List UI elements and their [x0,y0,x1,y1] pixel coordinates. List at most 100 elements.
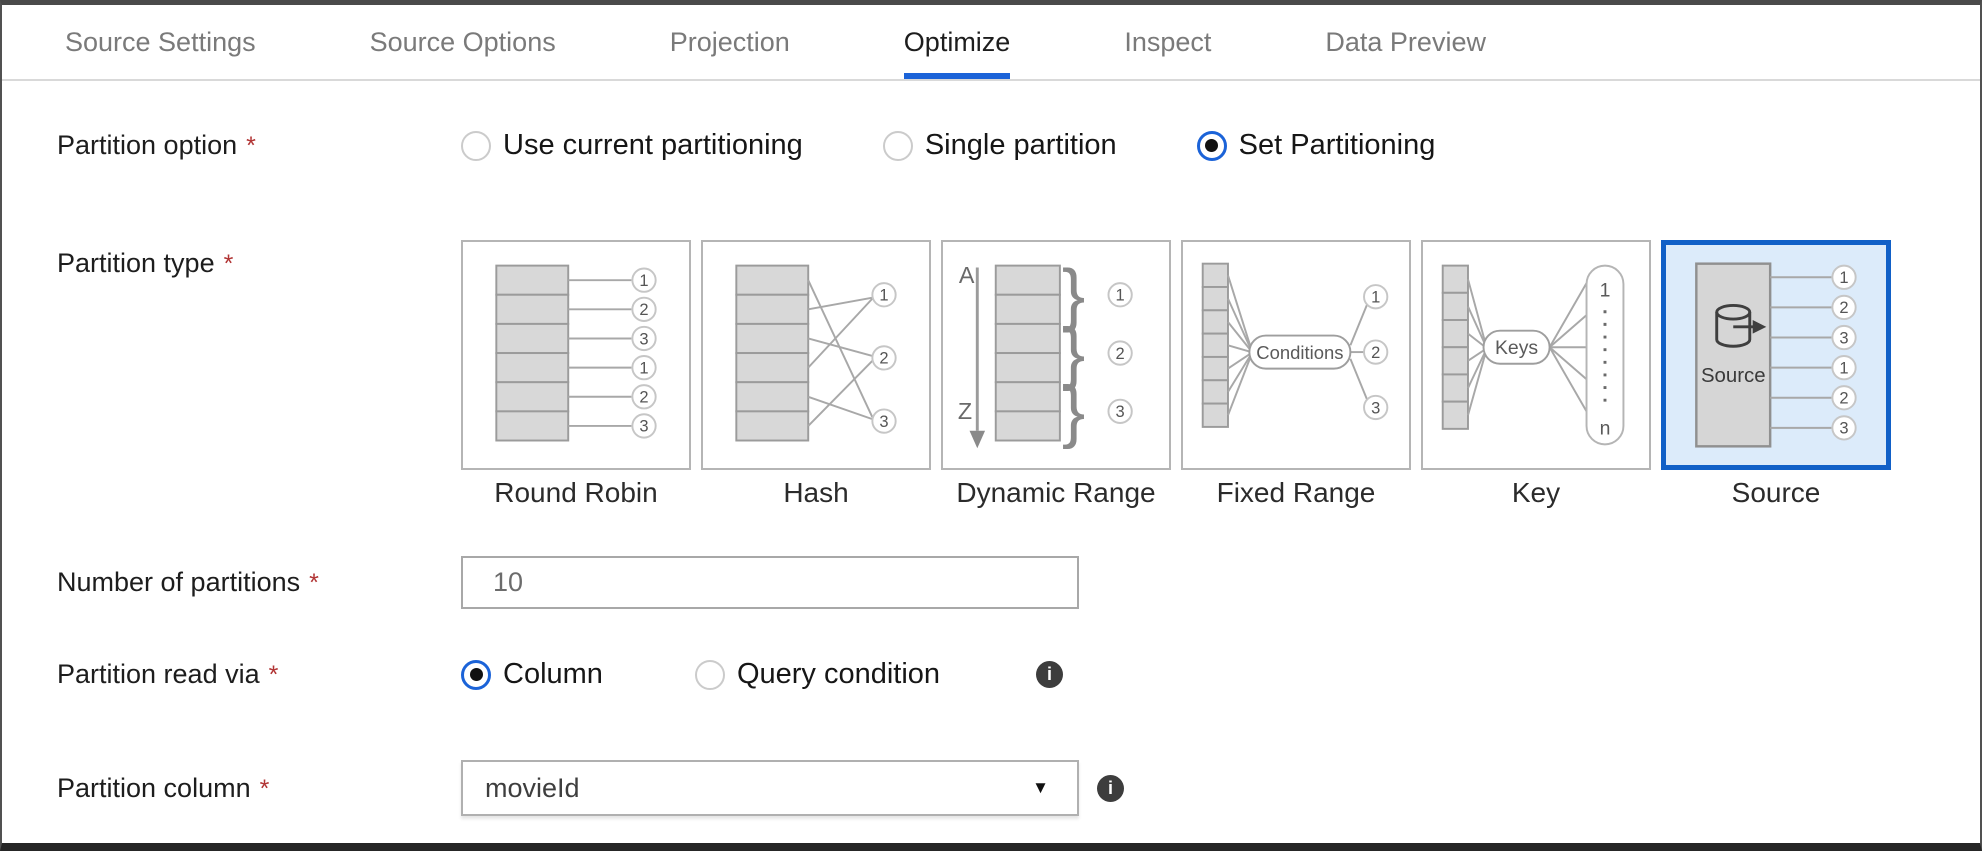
card-label-source: Source [1731,477,1821,508]
output-number: 1 [1839,269,1848,287]
card-hash[interactable]: 1 2 3 [701,240,931,470]
database-export-icon [1715,303,1755,348]
radio-single-partition[interactable]: Single partition [882,129,1117,162]
range-top-label: 1 [1600,280,1611,302]
tab-projection[interactable]: Projection [669,26,790,57]
radio-query-condition[interactable]: Query condition [694,658,941,691]
partition-type-row: Partition type * [57,240,1980,509]
round-robin-diagram: 1 2 3 1 2 3 [495,264,657,442]
source-box-label: Source [1701,365,1766,387]
required-asterisk: * [259,774,270,803]
svg-text:}: } [1062,313,1085,391]
card-round-robin-wrap: 1 2 3 1 2 3 Round Robin [461,240,691,509]
output-number: 3 [1371,399,1380,417]
output-number: 2 [879,350,888,368]
card-label-key: Key [1511,477,1561,508]
info-icon[interactable]: i [1097,774,1124,802]
dropdown-value: movieId [485,772,580,803]
tab-bar: Source Settings Source Options Projectio… [2,5,1980,81]
card-key[interactable]: Keys 1 n [1421,240,1651,470]
partition-column-label-text: Partition column [57,772,251,803]
output-number: 1 [639,359,648,377]
required-asterisk: * [309,569,319,597]
radio-column[interactable]: Column [461,658,603,691]
radio-label: Query condition [736,658,941,690]
radio-circle-icon [694,659,725,690]
number-of-partitions-label: Number of partitions * [57,567,461,598]
number-of-partitions-row: Number of partitions * [57,556,1980,609]
output-number: 1 [639,272,648,290]
tab-data-preview[interactable]: Data Preview [1325,26,1486,57]
partition-type-cards: 1 2 3 1 2 3 Round Robin [461,240,1891,509]
radio-label: Use current partitioning [503,129,803,161]
tab-source-options[interactable]: Source Options [369,26,556,57]
output-number: 2 [1116,345,1125,363]
required-asterisk: * [246,132,256,160]
card-dynamic-range-wrap: A Z }}} [941,240,1171,509]
tab-inspect[interactable]: Inspect [1124,26,1212,57]
radio-set-partitioning[interactable]: Set Partitioning [1196,129,1436,162]
output-number: 1 [879,287,888,305]
tab-optimize[interactable]: Optimize [903,5,1011,79]
output-number: 3 [639,418,648,436]
partition-type-label-text: Partition type [57,248,215,278]
partition-column-dropdown[interactable]: movieId ▼ [461,760,1079,816]
source-diagram: Source 1 [1695,262,1857,448]
partition-type-label: Partition type * [57,248,461,279]
partition-read-via-label: Partition read via* [57,659,461,690]
hash-diagram: 1 2 3 [735,264,897,442]
output-number: 2 [1839,299,1848,317]
output-number: 2 [1839,390,1848,408]
number-of-partitions-input[interactable] [461,556,1079,609]
sort-top-letter: A [959,262,975,288]
radio-circle-icon [1196,130,1227,161]
output-number: 3 [1839,420,1848,438]
sort-bottom-letter: Z [958,398,972,424]
card-source[interactable]: Source 1 [1661,240,1891,470]
output-number: 1 [1839,359,1848,377]
output-number: 3 [1839,329,1848,347]
partition-column-label: Partition column * [57,773,461,804]
required-asterisk: * [223,250,234,278]
partition-option-radio-group: Use current partitioning Single partitio… [461,129,1435,162]
output-number: 2 [1371,344,1380,362]
card-label-round-robin: Round Robin [494,477,658,508]
card-label-hash: Hash [783,477,849,508]
radio-use-current-partitioning[interactable]: Use current partitioning [461,129,803,162]
info-icon[interactable]: i [1036,661,1064,688]
optimize-form: Partition option * Use current partitioni… [2,123,1980,816]
card-hash-wrap: 1 2 3 Hash [701,240,931,509]
radio-dot [1205,139,1219,152]
card-dynamic-range[interactable]: A Z }}} [941,240,1171,470]
keys-pill-label: Keys [1495,337,1538,359]
radio-dot [469,668,483,681]
partition-column-row: Partition column * movieId ▼ i [57,760,1980,816]
radio-label: Single partition [924,129,1117,161]
output-number: 2 [639,389,648,407]
partition-option-label: Partition option * [57,130,461,161]
key-diagram: Keys 1 n [1441,264,1625,446]
tab-source-settings[interactable]: Source Settings [65,26,256,57]
radio-circle-icon [461,659,491,690]
range-bottom-label: n [1600,418,1611,440]
card-round-robin[interactable]: 1 2 3 1 2 3 [461,240,691,470]
chevron-down-icon: ▼ [1032,778,1049,797]
radio-circle-icon [882,130,913,161]
output-number: 3 [1116,403,1125,421]
svg-text:}: } [1062,255,1085,333]
fixed-range-diagram: Conditions 1 2 3 [1201,262,1389,428]
radio-label: Set Partitioning [1238,129,1436,161]
card-source-wrap: Source 1 [1661,240,1891,509]
partition-option-label-text: Partition option [57,130,238,160]
radio-label: Column [503,658,603,690]
number-of-partitions-label-text: Number of partitions [57,567,301,597]
output-number: 1 [1371,289,1380,307]
conditions-pill-label: Conditions [1256,342,1343,363]
output-number: 3 [639,330,648,348]
output-number: 2 [639,301,648,319]
card-fixed-range[interactable]: Conditions 1 2 3 [1181,240,1411,470]
svg-text:}: } [1062,372,1085,450]
partition-option-row: Partition option * Use current partitioni… [57,123,1980,168]
partition-read-via-radio-group: Column Query condition [461,658,940,691]
